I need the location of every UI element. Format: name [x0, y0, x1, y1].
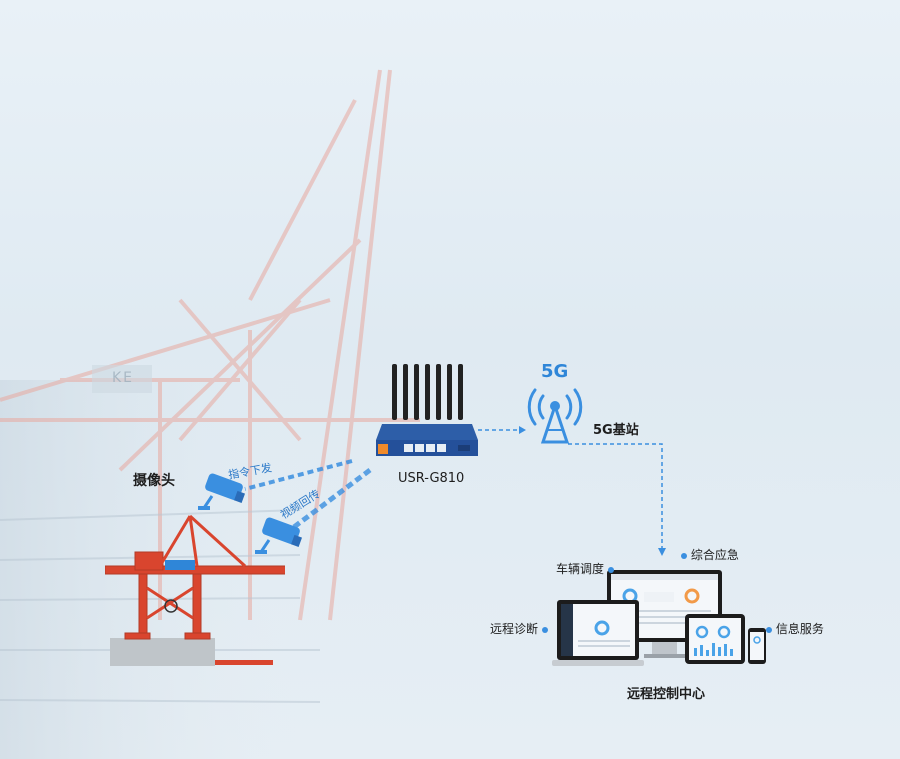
feature-diagnosis-text: 远程诊断: [490, 622, 539, 636]
camera-icon: [198, 473, 246, 510]
router-icon: [376, 364, 478, 456]
feature-dot-icon: [681, 552, 687, 559]
bs-label: 5G基站: [593, 423, 639, 438]
feature-emergency: 综合应急: [681, 546, 739, 563]
background-sign: KE: [112, 370, 135, 386]
camera-icon-2: [255, 517, 303, 554]
base-station-icon: [527, 388, 583, 444]
feature-dot-icon: [541, 626, 548, 633]
command-link: [244, 459, 353, 491]
control-center-label: 远程控制中心: [627, 687, 706, 702]
router-label: USR-G810: [398, 471, 465, 486]
gantry-crane: [105, 514, 285, 666]
feature-dot-icon: [607, 566, 614, 573]
control-center-devices: [552, 570, 766, 666]
feature-info-service: 信息服务: [766, 620, 824, 637]
feature-vehicle-dispatch: 车辆调度: [556, 560, 614, 577]
feature-info-text: 信息服务: [775, 622, 824, 636]
feature-emergency-text: 综合应急: [690, 548, 739, 562]
feature-vehicle-text: 车辆调度: [556, 562, 605, 576]
feature-dot-icon: [766, 626, 772, 633]
bs-badge: 5G: [541, 361, 569, 382]
feature-diagnosis: 远程诊断: [490, 620, 548, 637]
video-link: [288, 468, 372, 532]
camera-label: 摄像头: [133, 473, 175, 489]
bs-control-link: [568, 443, 663, 550]
